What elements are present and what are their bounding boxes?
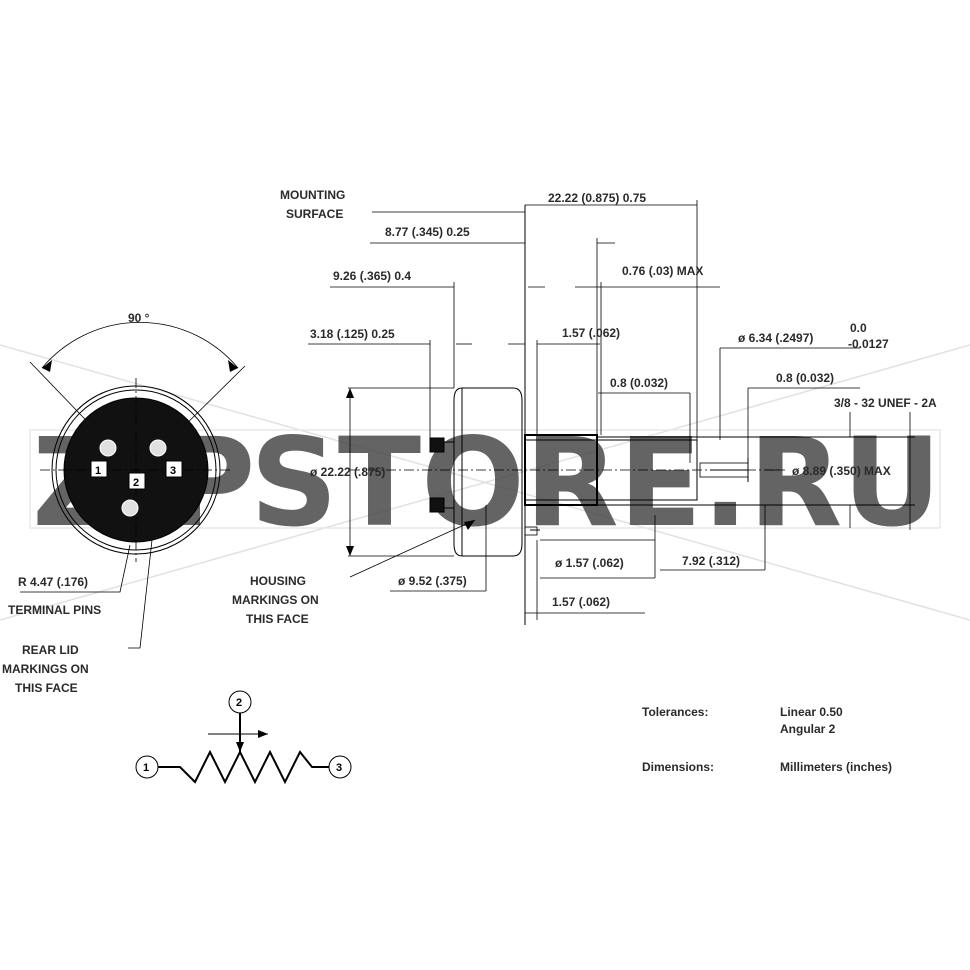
dim-body-length: 9.26 (.365) 0.4 [333, 269, 411, 283]
schematic-terminal-3: 3 [336, 762, 342, 774]
dim-pin-diameter: ø 1.57 (.062) [555, 556, 624, 570]
dimensions-value: Millimeters (inches) [780, 760, 892, 774]
angle-label: 90 ° [128, 311, 150, 325]
front-view: 90 ° 1 2 3 R 4.47 (.176) TERMINAL PINS R [2, 311, 246, 695]
tolerances-label: Tolerances: [642, 705, 708, 719]
dim-overall-length: 22.22 (0.875) 0.75 [548, 191, 646, 205]
svg-text:1: 1 [95, 465, 101, 477]
tolerance-linear: Linear 0.50 [780, 705, 843, 719]
schematic-terminal-2: 2 [236, 697, 242, 709]
dim-case-diameter: ø 9.52 (.375) [398, 574, 467, 588]
dim-shaft-tol-plus: 0.0 [850, 321, 867, 335]
dim-flat: 0.76 (.03) MAX [622, 264, 703, 278]
dim-shaft-tol-minus: -0.0127 [848, 337, 889, 351]
terminal-pins-label: TERMINAL PINS [8, 603, 101, 617]
terminal-pin-2: 2 [121, 472, 146, 517]
resistor-zigzag [158, 749, 329, 785]
dim-thread-length: 7.92 (.312) [682, 554, 740, 568]
dim-slot-width-b: 0.8 (0.032) [776, 371, 834, 385]
radius-label: R 4.47 (.176) [18, 575, 88, 589]
mounting-surface-label-2: SURFACE [286, 207, 343, 221]
dim-bushing-diameter: ø 8.89 (.350) MAX [792, 464, 891, 478]
terminal-pin-3: 3 [149, 439, 183, 478]
notes: Tolerances: Linear 0.50 Angular 2 Dimens… [642, 705, 892, 774]
schematic-symbol: 1 2 3 [135, 690, 352, 785]
terminal-pin-1: 1 [90, 439, 117, 478]
watermark-text-gray: STORE.RU [250, 412, 941, 554]
dim-slot-depth: 1.57 (.062) [562, 326, 620, 340]
housing-label-1: HOUSING [250, 574, 306, 588]
dim-pin-length: 1.57 (.062) [552, 595, 610, 609]
svg-text:3: 3 [170, 465, 176, 477]
angle-arc [41, 321, 239, 369]
dimensions-label: Dimensions: [642, 760, 714, 774]
rear-lid-label-2: MARKINGS ON [2, 662, 89, 676]
schematic-terminal-1: 1 [143, 762, 149, 774]
dim-slot-width-a: 0.8 (0.032) [610, 376, 668, 390]
mounting-surface-label-1: MOUNTING [280, 188, 345, 202]
rear-lid-label-3: THIS FACE [15, 681, 78, 695]
svg-text:2: 2 [133, 477, 139, 489]
side-view: MOUNTING SURFACE 22.22 (0.875) 0.75 [232, 188, 937, 626]
dim-bushing-length: 8.77 (.345) 0.25 [385, 225, 470, 239]
dim-thread: 3/8 - 32 UNEF - 2A [834, 396, 937, 410]
dim-body-diameter: ø 22.22 (.875) [310, 465, 385, 479]
dim-shaft-diameter: ø 6.34 (.2497) [738, 331, 813, 345]
dim-pin-offset: 3.18 (.125) 0.25 [310, 327, 395, 341]
housing-body [453, 387, 523, 557]
tolerance-angular: Angular 2 [780, 722, 836, 736]
rear-lid-label-1: REAR LID [22, 643, 79, 657]
housing-label-2: MARKINGS ON [232, 593, 319, 607]
housing-label-3: THIS FACE [246, 612, 309, 626]
